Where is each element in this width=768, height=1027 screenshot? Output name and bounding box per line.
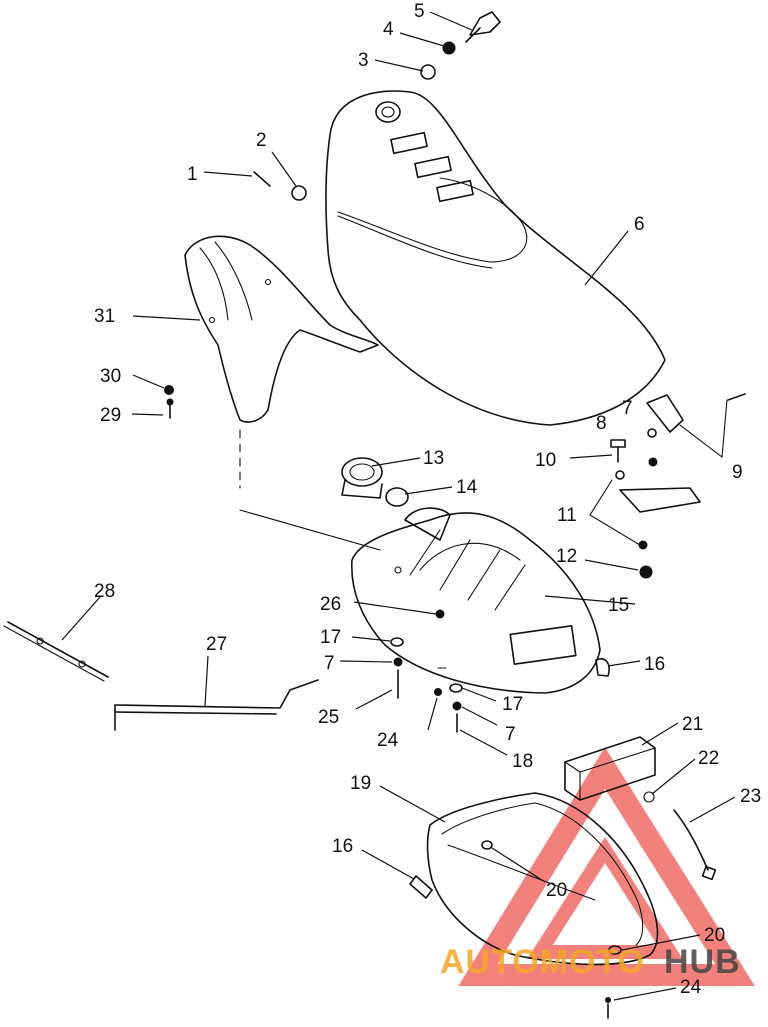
seat-part [325,90,666,426]
callout-18: 18 [512,751,533,772]
callout-27: 27 [206,634,227,655]
callout-19: 19 [350,773,371,794]
fuel-cap-parts [341,457,409,507]
fender-part [184,235,379,423]
construction-lines [239,429,381,551]
callout-9: 9 [732,462,743,483]
callout-labels: 1 2 3 4 5 6 7 8 9 10 11 12 13 14 15 16 1… [94,1,761,998]
callout-4: 4 [383,19,394,40]
bracket-hardware [589,393,746,579]
callout-21: 21 [682,714,703,735]
strap-part [114,679,319,731]
storage-tray-part [426,792,659,966]
callout-12: 12 [556,546,577,567]
fender-hardware [164,385,174,419]
left-fastener-stack [390,609,445,699]
rod-part [3,621,109,682]
callout-11: 11 [557,505,577,526]
callout-17-right: 17 [502,694,523,715]
callout-6: 6 [634,214,645,235]
callout-29: 29 [100,405,121,426]
callout-15: 15 [608,595,629,616]
fuel-tank-part [351,507,601,694]
callout-31: 31 [94,306,115,327]
callout-16-left: 16 [332,836,353,857]
callout-20-center: 20 [546,880,567,901]
callout-23: 23 [740,786,761,807]
callout-7-right: 7 [505,724,516,745]
callout-20-right: 20 [704,925,725,946]
tray-accessories [564,736,717,881]
callout-14: 14 [456,477,478,498]
watermark-triangle-outer [458,747,755,986]
callout-17-left: 17 [320,627,341,648]
callout-26: 26 [320,594,341,615]
watermark-text-automoto: AUTOMOTO [440,943,645,981]
callout-16-right: 16 [644,654,665,675]
leader-lines [61,11,736,1001]
watermark-text-hub: HUB [664,943,741,981]
callout-2: 2 [256,130,267,151]
callout-30: 30 [100,366,121,387]
callout-3: 3 [358,50,369,71]
callout-13: 13 [423,448,444,469]
callout-1: 1 [187,164,198,185]
callout-7-top: 7 [622,398,633,419]
callout-25: 25 [318,707,339,728]
callout-24-mid: 24 [377,730,399,751]
grommet-right [595,658,610,677]
watermark-wordmark: AUTOMOTO HUB [440,943,741,981]
callout-28: 28 [94,581,115,602]
right-fastener-stack [434,667,463,733]
top-hardware [253,11,501,201]
callout-24-bottom: 24 [680,977,702,998]
callout-8: 8 [596,413,607,434]
small-fittings [409,875,611,1019]
callout-10: 10 [535,450,556,471]
callout-7-left: 7 [324,653,335,674]
callout-22: 22 [698,748,719,769]
callout-5: 5 [414,1,425,22]
